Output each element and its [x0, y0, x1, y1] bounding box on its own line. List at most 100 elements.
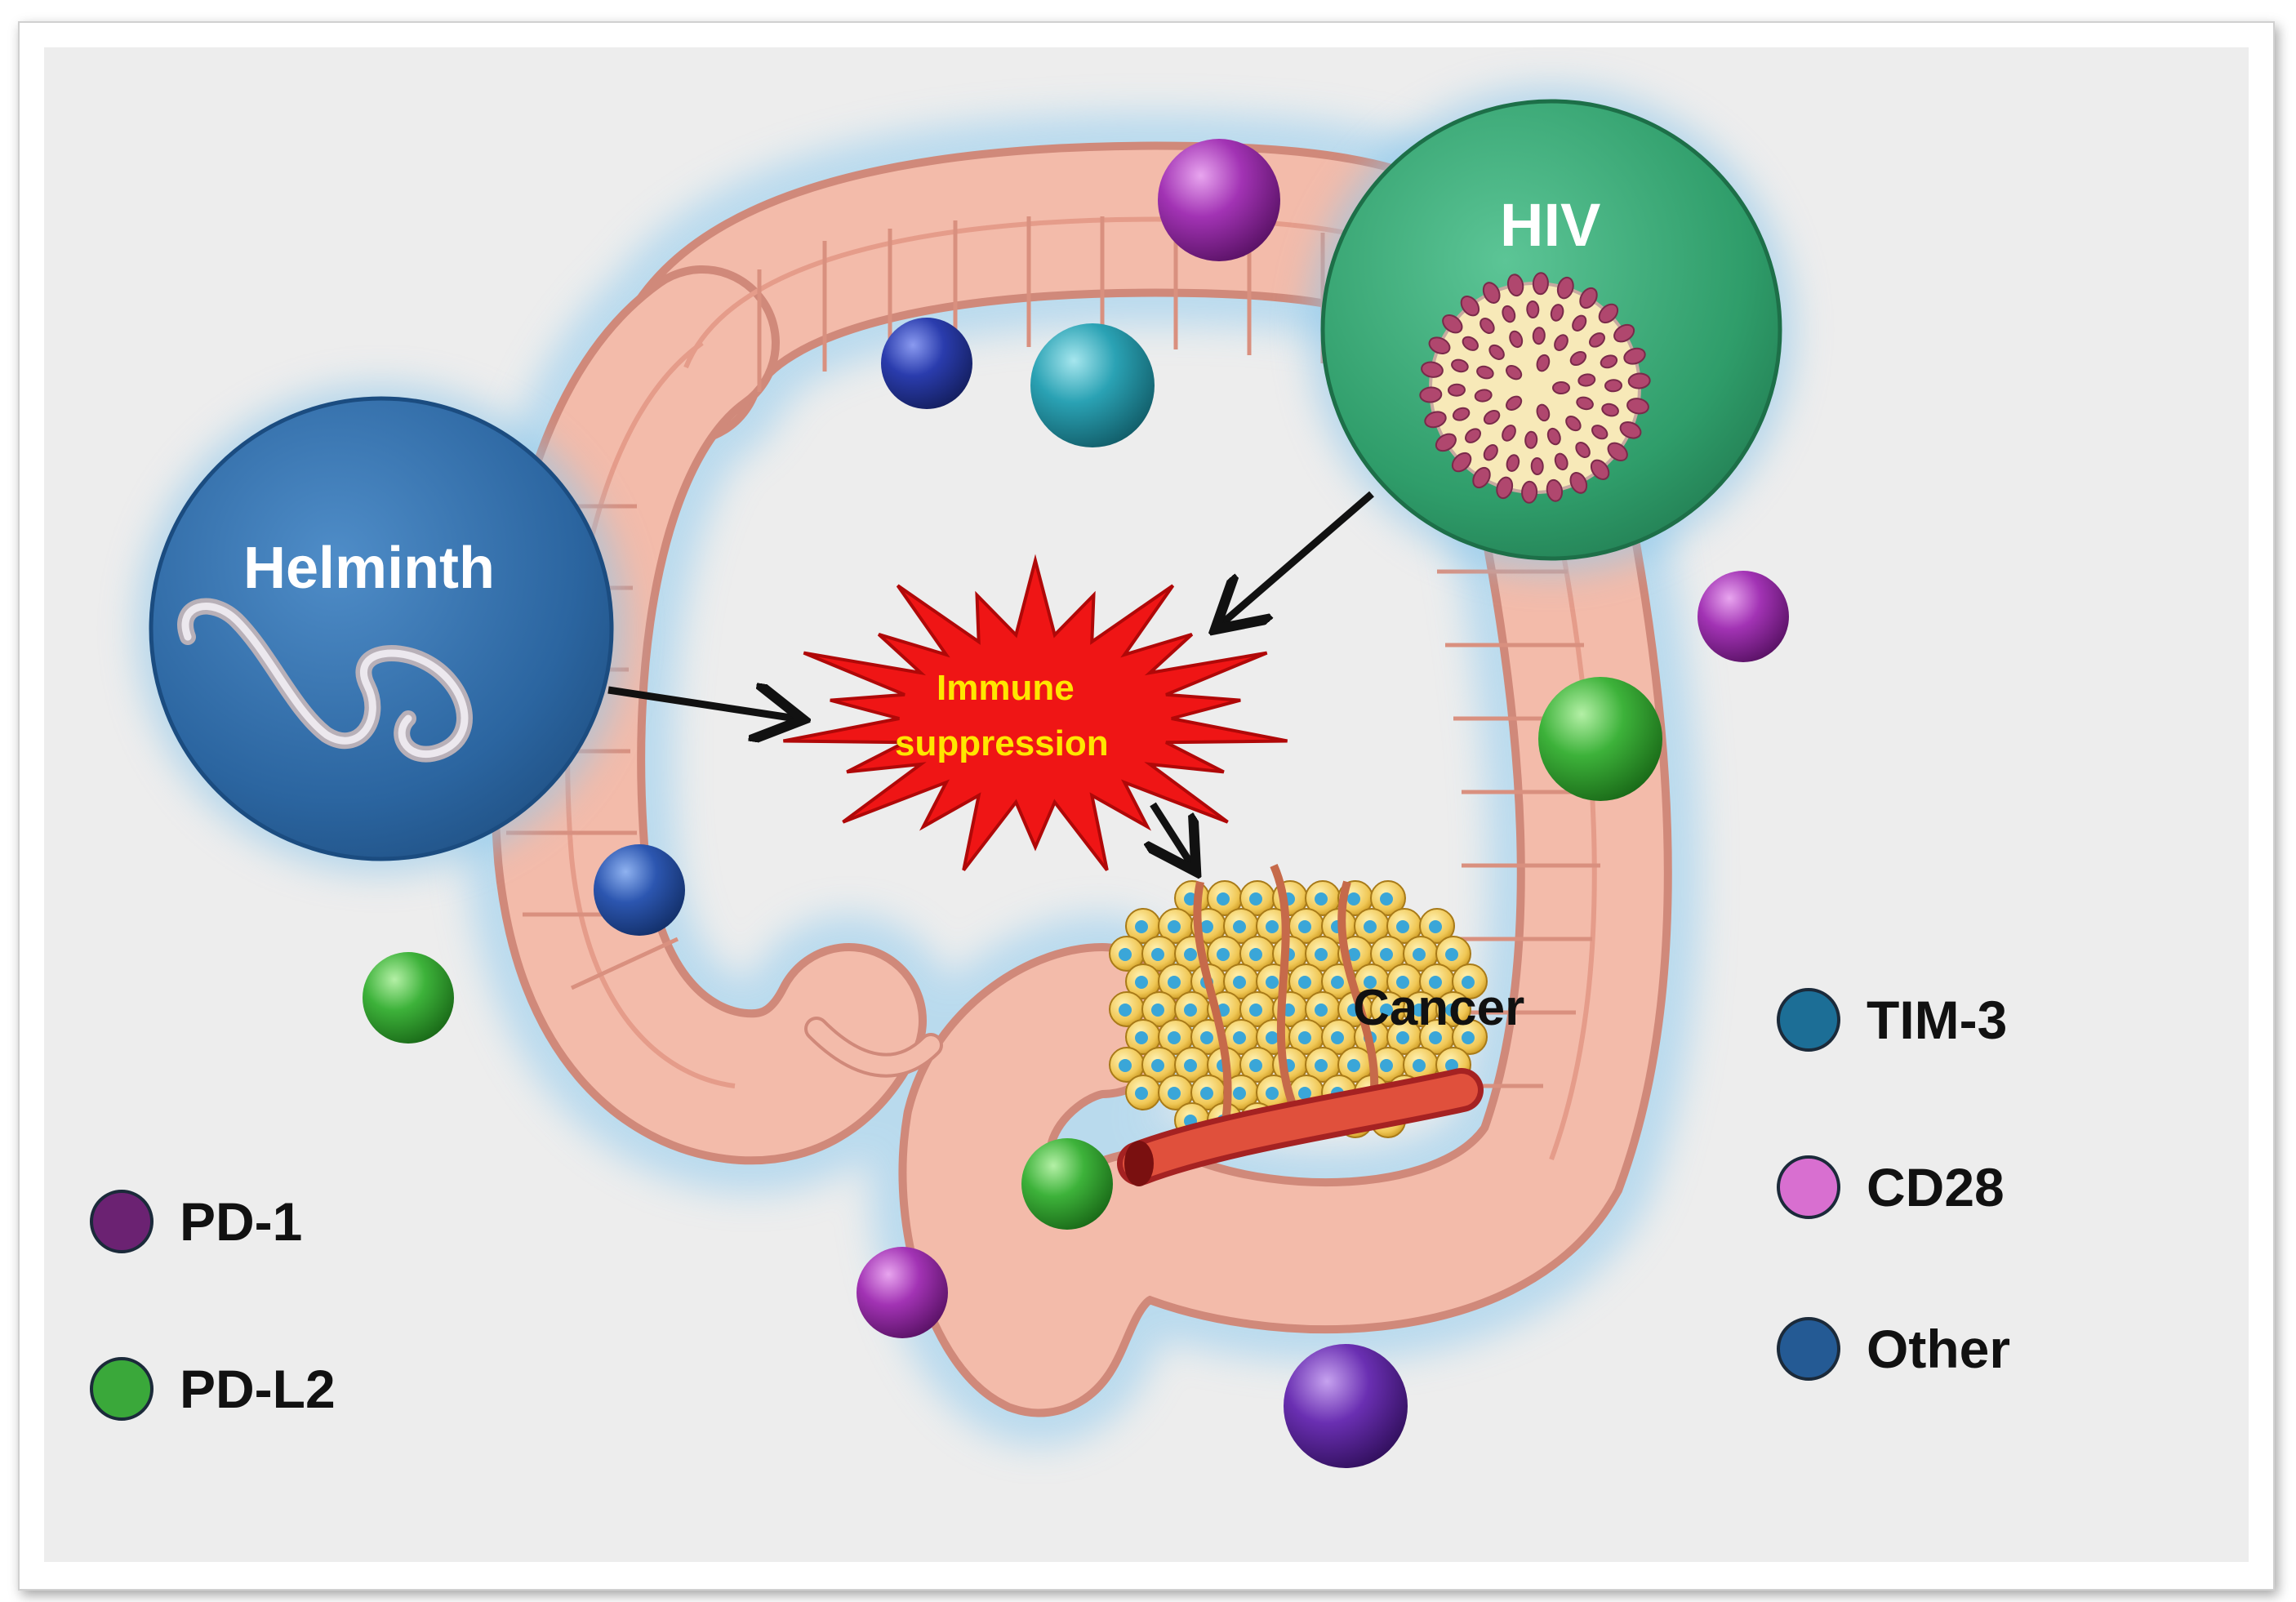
tumor-cell-nucleus	[1445, 1003, 1458, 1017]
virus-spike	[1536, 403, 1551, 422]
tumor-cell-nucleus	[1184, 948, 1197, 961]
virus-spike	[1521, 480, 1538, 504]
legend-label-cd28: CD28	[1867, 1157, 2005, 1217]
tumor-cell-nucleus	[1119, 1059, 1132, 1072]
virus-spike	[1536, 354, 1551, 372]
tumor-cell-nucleus	[1445, 1059, 1458, 1072]
pdl2-sphere	[1021, 1138, 1113, 1230]
hiv-virus-icon	[1419, 272, 1651, 504]
tumor-cell-nucleus	[1266, 1031, 1279, 1044]
tumor-cell-nucleus	[1233, 920, 1246, 933]
virus-spike	[1452, 407, 1471, 421]
other-sphere	[594, 844, 685, 936]
legend-label-other: Other	[1867, 1319, 2011, 1379]
pdl2-sphere	[363, 952, 454, 1044]
virus-spike	[1506, 365, 1523, 380]
cancer-label: Cancer	[1353, 980, 1525, 1036]
tumor-capillary	[1193, 881, 1232, 1128]
virus-spike	[1607, 442, 1628, 461]
tumor-cell-nucleus	[1462, 1031, 1475, 1044]
tumor-cell-nucleus	[1135, 976, 1148, 989]
other-sphere	[1284, 1344, 1408, 1468]
tumor-cell-nucleus	[1266, 976, 1279, 989]
virus-spike	[1569, 350, 1587, 367]
legend-item-pdl2: PD-L2	[90, 1357, 336, 1421]
virus-spike	[1598, 303, 1619, 324]
virus-spike	[1572, 314, 1587, 332]
legend-label-pd1: PD-1	[180, 1191, 303, 1252]
blood-vessel	[1117, 1068, 1484, 1186]
tumor-cell-nucleus	[1315, 948, 1328, 961]
virus-spike	[1530, 457, 1544, 475]
virus-spike	[1546, 478, 1564, 502]
pd1-sphere	[1698, 571, 1789, 662]
tumor-cell-nucleus	[1380, 948, 1393, 961]
legend-label-pdl2: PD-L2	[180, 1359, 336, 1419]
virus-spike	[1554, 452, 1568, 471]
pd1-sphere	[857, 1247, 948, 1338]
virus-spike	[1472, 466, 1491, 489]
virus-spike	[1575, 442, 1591, 458]
virus-spike	[1506, 454, 1520, 472]
tumor-cell-nucleus	[1233, 1087, 1246, 1100]
virus-spike	[1419, 386, 1443, 403]
tumor-cell-nucleus	[1347, 1059, 1360, 1072]
virus-spike	[1626, 398, 1649, 415]
tumor-cell-nucleus	[1298, 1087, 1311, 1100]
virus-spike	[1623, 347, 1646, 365]
immune-label-line1: Immune	[937, 668, 1075, 708]
virus-spike	[1442, 314, 1463, 334]
tumor-cell-nucleus	[1413, 1003, 1426, 1017]
virus-spike	[1526, 300, 1540, 318]
tumor-cell-nucleus	[1331, 976, 1344, 989]
tumor-cell-nucleus	[1315, 892, 1328, 906]
immune-suppression-burst	[783, 554, 1288, 871]
tumor-cell-nucleus	[1168, 976, 1181, 989]
tumor-cell-nucleus	[1151, 1059, 1164, 1072]
tumor-cell-nucleus	[1119, 1003, 1132, 1017]
virus-spike	[1613, 323, 1635, 343]
virus-spike	[1589, 332, 1605, 348]
virus-spike	[1488, 344, 1505, 360]
virus-spike	[1546, 427, 1561, 446]
tumor-cell-nucleus	[1233, 1031, 1246, 1044]
virus-spike	[1479, 318, 1495, 334]
virus-spike	[1502, 425, 1516, 442]
tumor-cell-nucleus	[1380, 1059, 1393, 1072]
other-sphere	[881, 318, 972, 409]
virus-spike	[1460, 296, 1480, 317]
virus-spike	[1482, 282, 1501, 304]
arrow-immune-to-cancer	[1153, 802, 1192, 866]
tumor-cell-nucleus	[1315, 1003, 1328, 1017]
virus-spike	[1569, 472, 1588, 494]
legend-item-pd1: PD-1	[90, 1190, 302, 1253]
tumor-cell-nucleus	[1135, 920, 1148, 933]
virus-spike	[1556, 276, 1574, 300]
tumor-cell-nucleus	[1168, 1031, 1181, 1044]
arrow-helminth-to-immune	[607, 690, 796, 719]
virus-spike	[1451, 358, 1469, 373]
tumor-cell-nucleus	[1266, 1087, 1279, 1100]
tumor-cell-nucleus	[1347, 892, 1360, 906]
virus-spike	[1506, 395, 1523, 411]
virus-spike	[1448, 383, 1466, 397]
tumor-cell-nucleus	[1168, 1087, 1181, 1100]
tumor-cell-nucleus	[1298, 976, 1311, 989]
legend-item-other: Other	[1777, 1317, 2010, 1381]
tumor-cell-nucleus	[1396, 976, 1409, 989]
tumor-cell-nucleus	[1217, 892, 1230, 906]
tumor-cell-nucleus	[1200, 1031, 1213, 1044]
tumor-cell-nucleus	[1413, 948, 1426, 961]
tumor-cell-nucleus	[1429, 920, 1442, 933]
tumor-cell-nucleus	[1200, 920, 1213, 933]
arrow-hiv-to-immune	[1221, 491, 1374, 625]
tumor-cell-nucleus	[1217, 948, 1230, 961]
tumor-cell-nucleus	[1135, 1087, 1148, 1100]
tumor-cell-nucleus	[1396, 920, 1409, 933]
hiv-node	[1308, 87, 1795, 573]
tumor-cell-nucleus	[1249, 948, 1262, 961]
tumor-cell-nucleus	[1151, 948, 1164, 961]
virus-spike	[1509, 330, 1524, 349]
immune-label-line2: suppression	[895, 723, 1109, 763]
virus-spike	[1476, 365, 1494, 380]
